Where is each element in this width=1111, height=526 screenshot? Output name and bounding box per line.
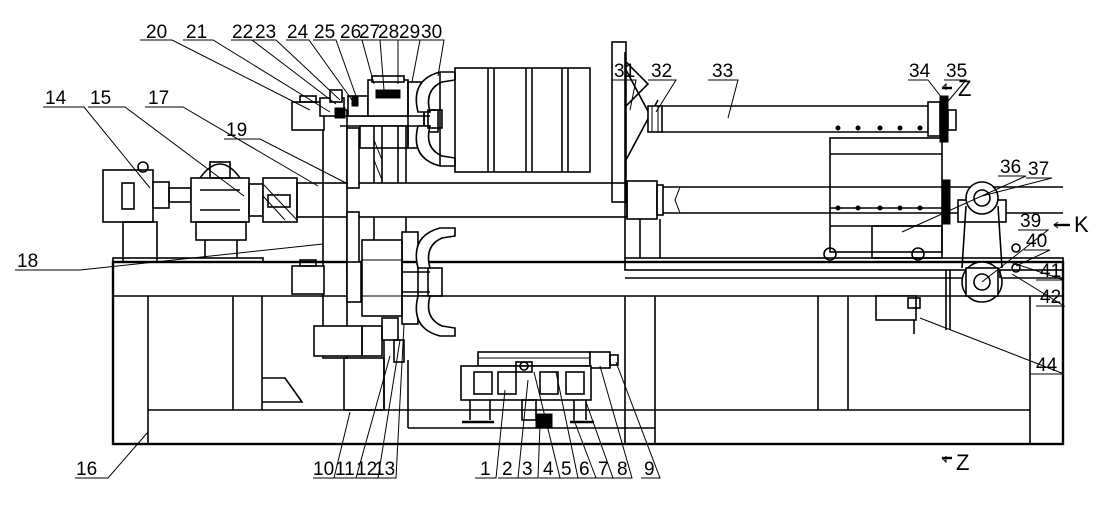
upper-chuck [415,71,456,167]
label-15: 15 [90,88,111,109]
base-frame [111,260,1065,446]
label-14: 14 [45,88,67,109]
label-22: 22 [232,22,253,43]
label-41: 41 [1040,261,1061,282]
centre-enclosure [407,52,655,429]
label-12: 12 [356,459,377,480]
label-42: 42 [1040,287,1061,308]
left-drive [102,161,298,263]
right-carriage [823,125,1021,334]
label-29: 29 [399,22,420,43]
label-33: 33 [712,61,733,82]
label-8: 8 [617,459,628,480]
label-27: 27 [359,22,380,43]
label-4: 4 [543,459,554,480]
view-mark-k: K [1074,212,1089,237]
drum [454,67,591,173]
label-19: 19 [226,120,247,141]
label-17: 17 [148,88,169,109]
label-26: 26 [340,22,361,43]
label-44: 44 [1036,355,1058,376]
label-6: 6 [579,459,590,480]
label-25: 25 [314,22,335,43]
label-20: 20 [146,22,167,43]
label-34: 34 [909,61,931,82]
label-35: 35 [946,61,967,82]
section-mark-z-top: Z [958,76,971,101]
section-mark-z-bottom: Z [956,450,969,475]
label-36: 36 [1000,157,1021,178]
leader-lines [15,39,1070,479]
label-18: 18 [17,251,38,272]
label-11: 11 [335,459,355,480]
label-21: 21 [186,22,207,43]
label-13: 13 [374,459,395,480]
label-24: 24 [287,22,309,43]
label-37: 37 [1028,159,1049,180]
part-labels: 20 21 22 23 24 25 26 27 28 29 30 14 15 1… [17,22,1089,480]
label-3: 3 [522,459,533,480]
label-31: 31 [614,61,635,82]
label-32: 32 [651,61,672,82]
label-28: 28 [378,22,399,43]
label-39: 39 [1020,211,1041,232]
label-9: 9 [644,459,655,480]
label-10: 10 [313,459,334,480]
label-5: 5 [561,459,572,480]
upper-arm [611,41,957,203]
label-40: 40 [1026,231,1047,252]
label-16: 16 [76,459,97,480]
lower-chuck [415,227,456,337]
label-7: 7 [598,459,609,480]
lower-carriage [460,351,619,429]
label-30: 30 [421,22,442,43]
headstock [291,75,439,411]
label-23: 23 [255,22,276,43]
label-2: 2 [502,459,513,480]
label-1: 1 [480,459,491,480]
